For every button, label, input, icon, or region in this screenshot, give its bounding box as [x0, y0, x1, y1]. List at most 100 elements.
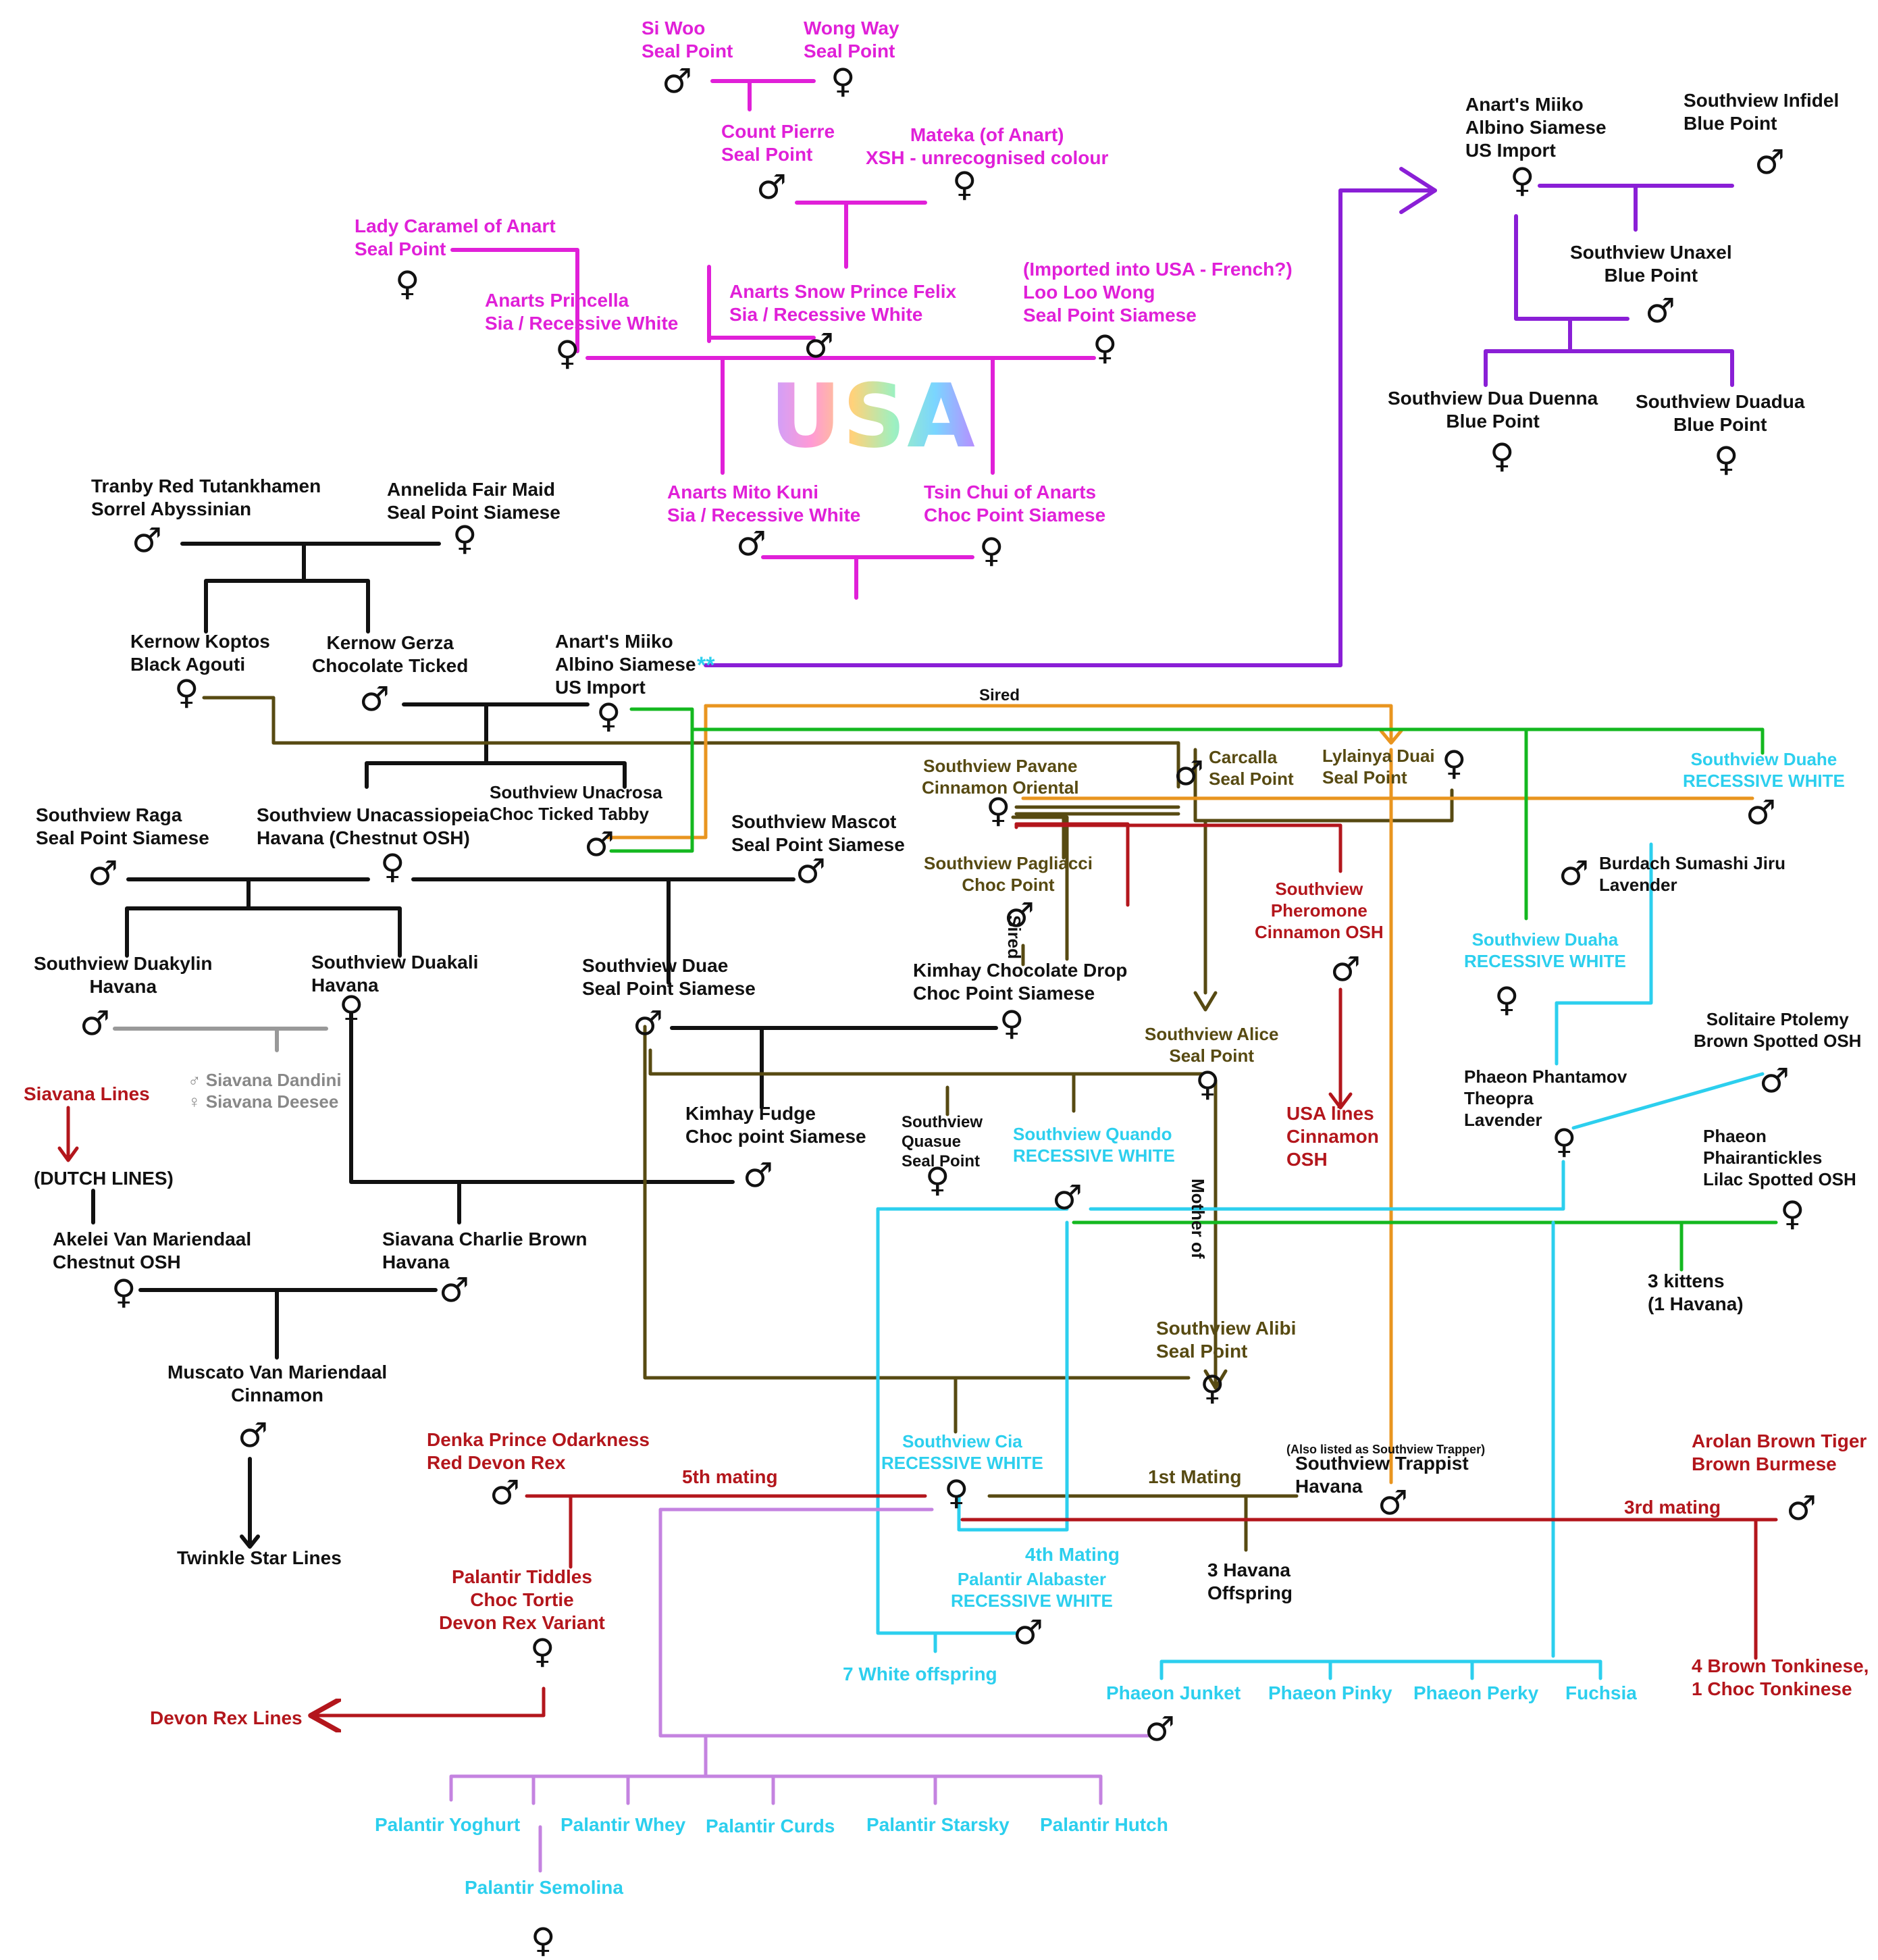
annotation-t_twinkle: Twinkle Star Lines	[177, 1547, 342, 1570]
annotation-t_alsolisted: (Also listed as Southview Trapper)	[1286, 1442, 1485, 1457]
label-line: 5th mating	[682, 1466, 778, 1487]
label-line: Blue Point	[1673, 414, 1767, 435]
label-line: Southview Alice	[1145, 1024, 1279, 1044]
label-line: Devon Rex Variant	[439, 1612, 605, 1633]
label-line: Havana	[311, 975, 379, 996]
male-symbol-icon: ♂	[1759, 1061, 1790, 1100]
label-line: Southview	[1275, 879, 1363, 899]
label-line: Seal Point	[721, 144, 813, 165]
label-line: Phaeon Junket	[1106, 1682, 1241, 1703]
label-line: Red Devon Rex	[427, 1452, 566, 1473]
label-line: 1st Mating	[1148, 1466, 1242, 1487]
label-line: Choc Point Siamese	[924, 505, 1106, 525]
label-line: Siavana Charlie Brown	[382, 1229, 588, 1249]
female-symbol-icon: ♀	[925, 1160, 950, 1200]
annotation-t_whey: Palantir Whey	[560, 1813, 685, 1836]
label-line: Seal Point Siamese	[731, 834, 905, 855]
label-line: Cinnamon Oriental	[922, 777, 1079, 798]
label-line: Mother of	[1188, 1179, 1208, 1259]
label-line: (Imported into USA - French?)	[1023, 259, 1293, 280]
label-line: Seal Point Siamese	[582, 978, 756, 999]
annotation-t_perky: Phaeon Perky	[1413, 1682, 1538, 1705]
label-line: Southview Mascot	[731, 811, 897, 832]
label-line: Havana	[1295, 1476, 1363, 1497]
label-line: Seal Point Siamese	[36, 827, 209, 848]
female-symbol-icon: ♀	[452, 519, 477, 558]
label-line: Anarts Mito Kuni	[667, 482, 818, 502]
label-line: Southview Pavane	[923, 756, 1078, 776]
label-line: Seal Point	[1156, 1341, 1248, 1362]
label-line: Sired	[979, 686, 1020, 704]
label-line: Sia / Recessive White	[667, 505, 861, 525]
male-symbol-icon: ♂	[743, 1156, 773, 1195]
male-symbol-icon: ♂	[1004, 896, 1035, 935]
female-symbol-icon: ♀	[530, 1632, 555, 1671]
label-line: 7 White offspring	[843, 1664, 997, 1684]
male-symbol-icon: ♂	[490, 1473, 520, 1512]
female-symbol-icon: ♀	[831, 61, 856, 101]
annotation-t_starsky: Palantir Starsky	[866, 1813, 1010, 1836]
annotation-t_sired: Sired	[979, 686, 1020, 705]
label-line: Southview Raga	[36, 804, 182, 825]
male-symbol-icon: ♂	[1378, 1483, 1408, 1522]
male-symbol-icon: ♂	[736, 524, 766, 563]
label-line: Phairantickles	[1703, 1147, 1823, 1168]
male-symbol-icon: ♂	[756, 167, 787, 207]
label-line: 3 kittens	[1648, 1270, 1725, 1291]
usa-watermark: USA	[770, 365, 976, 467]
female-symbol-icon: ♀	[1093, 328, 1118, 367]
label-line: Blue Point	[1446, 411, 1540, 432]
annotation-t_pinky: Phaeon Pinky	[1268, 1682, 1392, 1705]
label-line: Seal Point	[902, 1152, 981, 1170]
label-line: Southview Infidel	[1684, 90, 1840, 111]
female-symbol-icon: ♀	[1442, 744, 1467, 783]
label-line: Choc Point	[962, 875, 1055, 895]
label-line: Chestnut OSH	[53, 1252, 181, 1272]
male-symbol-icon: ♂	[1052, 1178, 1083, 1217]
label-line: 4th Mating	[1025, 1544, 1120, 1565]
label-line: Annelida Fair Maid	[387, 479, 555, 500]
female-symbol-icon: ♀	[944, 1473, 969, 1512]
label-line: Southview Duakali	[311, 952, 479, 973]
annotation-t_hutch: Palantir Hutch	[1040, 1813, 1168, 1836]
label-line: Muscato Van Mariendaal	[167, 1362, 388, 1383]
female-symbol-icon: ♀	[111, 1272, 136, 1312]
label-line: Southview Unaxel	[1570, 242, 1732, 263]
female-symbol-icon: ♀	[1494, 980, 1519, 1019]
label-line: Southview Duakylin	[34, 953, 213, 974]
female-symbol-icon: ♀	[1780, 1194, 1805, 1233]
label-line: Lady Caramel of Anart	[355, 215, 556, 236]
label-line: 3rd mating	[1624, 1497, 1721, 1518]
male-symbol-icon: ♂	[88, 854, 118, 893]
asterisk-mark: **	[697, 652, 715, 678]
female-symbol-icon: ♀	[1552, 1122, 1577, 1161]
male-symbol-icon: ♂	[1174, 754, 1204, 793]
usa-ancestry-lines	[450, 79, 1096, 600]
annotation-t_4brown: 4 Brown Tonkinese,1 Choc Tonkinese	[1692, 1655, 1869, 1701]
label-line: Cinnamon	[231, 1385, 324, 1405]
annotation-t_3kittens: 3 kittens(1 Havana)	[1648, 1270, 1744, 1316]
label-line: Seal Point	[355, 238, 446, 259]
female-symbol-icon: ♀	[999, 1004, 1024, 1043]
annotation-t_5th: 5th mating	[682, 1466, 778, 1489]
female-symbol-icon: ♀	[986, 791, 1011, 830]
label-line: Choc point Siamese	[685, 1126, 866, 1147]
label-line: Chocolate Ticked	[312, 655, 469, 676]
female-symbol-icon: ♀	[596, 696, 621, 736]
